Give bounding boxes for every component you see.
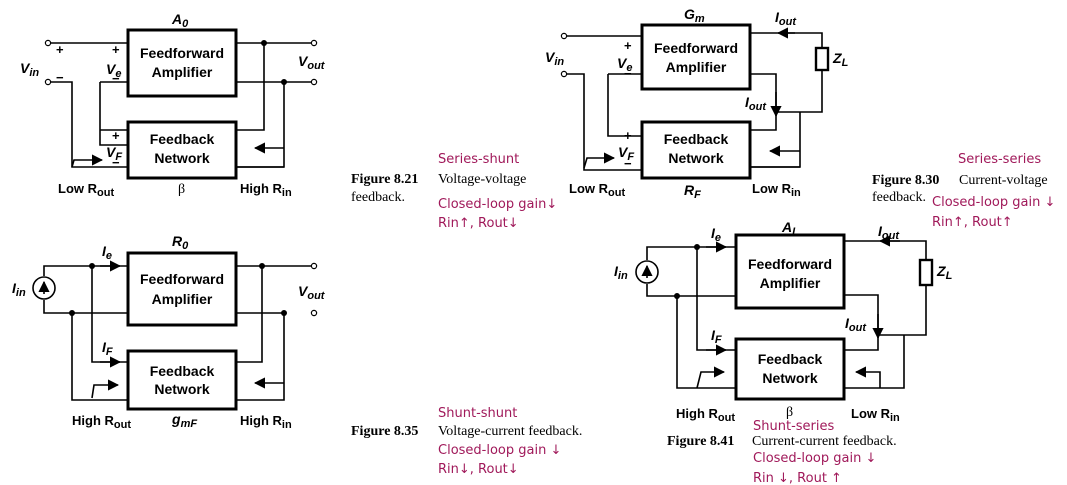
- ve-plus: +: [112, 42, 120, 57]
- figure-number: Figure 8.35: [351, 424, 418, 439]
- fb-label-1: Feedback: [664, 131, 729, 147]
- feedforward-amplifier-box: [126, 28, 238, 98]
- fb-label-1: Feedback: [150, 131, 215, 147]
- feedback-network-box: [126, 349, 238, 411]
- figure-caption-2: feedback.: [351, 190, 405, 205]
- high-rout-label: High Rout: [72, 413, 131, 431]
- diagram-series-series: Feedforward Amplifier Feedback Network G…: [545, 6, 1055, 230]
- beta-label: β: [786, 405, 793, 420]
- gain-label: Gm: [684, 6, 705, 25]
- iin-label: Iin: [614, 263, 628, 282]
- gain-annotation: Closed-loop gain↓: [438, 197, 557, 212]
- gain-annotation: Closed-loop gain ↓: [438, 443, 561, 458]
- iout-label-mid: Iout: [845, 315, 867, 334]
- gmf-label: gmF: [171, 411, 197, 430]
- high-rin-label: High Rin: [240, 181, 292, 199]
- ff-label-1: Feedforward: [748, 256, 832, 272]
- figure-caption: Voltage-voltage: [438, 172, 526, 187]
- ff-label-1: Feedforward: [654, 40, 738, 56]
- diagram-series-shunt: Feedforward Amplifier Feedback Network A…: [20, 11, 557, 231]
- diagram-shunt-series: Feedforward Amplifier Feedback Network A…: [614, 219, 953, 485]
- gain-label: AI: [781, 219, 796, 238]
- fb-label-1: Feedback: [150, 363, 215, 379]
- low-rin-label: Low Rin: [851, 406, 900, 424]
- ve-label: Ve: [106, 61, 121, 80]
- impedance-annotation: Rin↑, Rout↓: [438, 216, 519, 231]
- ff-label-1: Feedforward: [140, 271, 224, 287]
- feedback-network-box: [126, 120, 238, 180]
- topology-annotation: Series-series: [958, 152, 1041, 167]
- if-label: IF: [711, 327, 722, 346]
- vf-plus: +: [112, 128, 120, 143]
- vin-plus: +: [56, 42, 64, 57]
- low-rin-label: Low Rin: [752, 181, 801, 199]
- topology-annotation: Shunt-shunt: [438, 406, 517, 421]
- ve-plus: +: [624, 38, 632, 53]
- gain-annotation: Closed-loop gain ↓: [753, 451, 876, 466]
- vf-label: VF: [106, 144, 122, 163]
- fb-label-2: Network: [762, 370, 817, 386]
- vin-minus: −: [56, 70, 64, 85]
- vf-minus: −: [624, 156, 632, 171]
- ve-minus: −: [624, 66, 632, 81]
- fb-label-2: Network: [668, 150, 723, 166]
- low-rout-label: Low Rout: [58, 181, 114, 199]
- high-rout-label: High Rout: [676, 406, 735, 424]
- beta-label: β: [178, 182, 185, 197]
- impedance-annotation: Rin ↓, Rout ↑: [753, 471, 842, 485]
- figure-number: Figure 8.41: [667, 434, 734, 449]
- vin-label: Vin: [545, 49, 564, 68]
- impedance-annotation: Rin↓, Rout↓: [438, 462, 519, 477]
- feedback-network-box: [734, 337, 846, 401]
- load-impedance-symbol: [918, 258, 934, 287]
- ve-minus: −: [112, 71, 120, 86]
- gain-label: A0: [171, 11, 189, 30]
- vf-plus: +: [624, 128, 632, 143]
- ff-label-1: Feedforward: [140, 45, 224, 61]
- load-impedance-symbol: [814, 46, 830, 72]
- zl-label: ZL: [832, 50, 849, 69]
- ie-label: Ie: [102, 243, 112, 262]
- gain-annotation: Closed-loop gain ↓: [932, 195, 1055, 210]
- low-rout-label: Low Rout: [569, 181, 625, 199]
- ie-label: Ie: [711, 225, 721, 244]
- ff-label-2: Amplifier: [666, 59, 727, 75]
- figure-caption-2: feedback.: [872, 190, 926, 205]
- impedance-annotation: Rin↑, Rout↑: [932, 215, 1013, 230]
- vf-minus: −: [112, 155, 120, 170]
- figure-number: Figure 8.30: [872, 173, 939, 188]
- iout-label-top: Iout: [878, 223, 900, 242]
- gain-label: R0: [172, 233, 189, 252]
- ff-label-2: Amplifier: [152, 64, 213, 80]
- if-label: IF: [102, 339, 113, 358]
- fb-label-2: Network: [154, 381, 209, 397]
- fb-label-1: Feedback: [758, 351, 823, 367]
- fb-label-2: Network: [154, 150, 209, 166]
- iout-label-mid: Iout: [745, 94, 767, 113]
- vout-label: Vout: [298, 283, 326, 302]
- figure-caption: Current-current feedback.: [752, 434, 897, 449]
- vf-label: VF: [618, 144, 634, 163]
- topology-annotation: Series-shunt: [438, 152, 519, 167]
- high-rin-label: High Rin: [240, 413, 292, 431]
- vout-label: Vout: [298, 53, 326, 72]
- feedback-network-box: [640, 120, 752, 180]
- feedforward-amplifier-box: [640, 23, 752, 91]
- figure-number: Figure 8.21: [351, 172, 418, 187]
- ff-label-2: Amplifier: [760, 275, 821, 291]
- vin-label: Vin: [20, 60, 39, 79]
- iout-label-top: Iout: [775, 9, 797, 28]
- diagram-shunt-shunt: Feedforward Amplifier Feedback Network R…: [12, 233, 582, 477]
- rf-label: RF: [684, 182, 701, 201]
- figure-caption: Voltage-current feedback.: [438, 424, 582, 439]
- zl-label: ZL: [936, 263, 953, 282]
- feedforward-amplifier-box: [126, 251, 238, 327]
- ve-label: Ve: [617, 55, 632, 74]
- figure-caption: Current-voltage: [959, 173, 1048, 188]
- feedforward-amplifier-box: [734, 233, 846, 310]
- iin-label: Iin: [12, 280, 26, 299]
- ff-label-2: Amplifier: [152, 291, 213, 307]
- topology-annotation: Shunt-series: [753, 419, 834, 434]
